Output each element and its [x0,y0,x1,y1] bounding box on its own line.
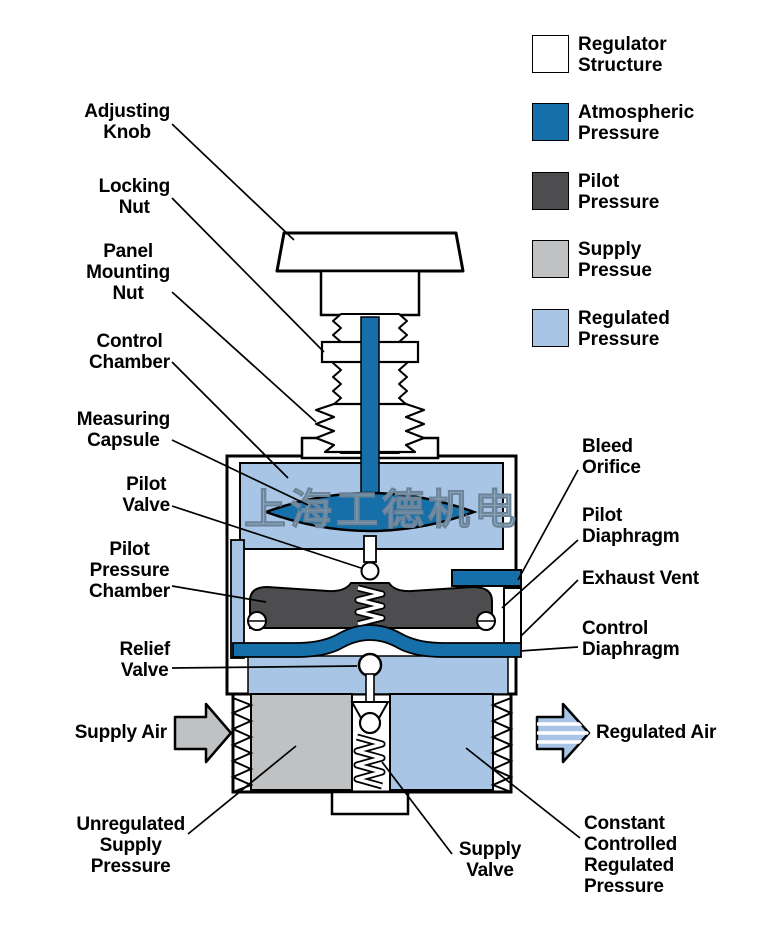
leader-control-chamber [171,361,289,479]
legend-label-supply-pressure: Supply Pressue [578,239,652,281]
label-pilot-valve: Pilot Valve [122,474,170,516]
legend-swatch-supply-pressure [532,240,569,278]
legend-label-atmospheric-pressure: Atmospheric Pressure [578,102,695,144]
legend-swatch-atmospheric-pressure [532,103,569,141]
label-unregulated-supply-pressure: Unregulated Supply Pressure [76,814,185,877]
legend-swatch-regulated-pressure [532,309,569,347]
measuring-capsule-shape [262,491,478,533]
legend-swatch-regulator-structure [532,35,569,73]
label-bleed-orifice: Bleed Orifice [582,436,641,478]
feedback-channel [230,539,245,659]
label-measuring-capsule: Measuring Capsule [76,409,170,451]
leader-adjusting-knob [171,123,295,241]
label-relief-valve: Relief Valve [119,639,170,681]
knob-neck [319,269,421,317]
supply-air-arrow [173,702,233,764]
control-diaphragm-shape [232,624,522,658]
legend-item-regulated-pressure: Regulated Pressure [532,308,670,350]
label-locking-nut: Locking Nut [98,176,171,218]
leader-locking-nut [171,197,325,353]
legend-label-regulator-structure: Regulator Structure [578,34,667,76]
label-control-chamber: Control Chamber [89,331,170,373]
leader-pilot-pressure-chamber [171,585,267,603]
legend-label-regulated-pressure: Regulated Pressure [578,308,670,350]
supply-valve-ball [358,711,382,735]
leader-exhaust-vent [520,579,579,637]
pilot-spring-core [356,586,384,626]
legend: Regulator Structure Atmospheric Pressure… [532,34,742,365]
supply-port-threads [230,697,254,793]
legend-item-supply-pressure: Supply Pressue [532,239,652,281]
leader-panel-mounting-nut [171,291,317,423]
legend-item-pilot-pressure: Pilot Pressure [532,171,660,213]
regulated-port-threads [490,697,514,793]
leader-constant-controlled [465,747,581,839]
leader-unregulated-supply [187,745,297,835]
label-pilot-diaphragm: Pilot Diaphragm [582,505,680,547]
supply-chamber-region [250,693,353,791]
relief-valve-ball [357,652,383,678]
adjusting-knob-cap [275,231,465,273]
legend-item-atmospheric-pressure: Atmospheric Pressure [532,102,695,144]
leader-supply-valve [381,761,453,855]
bleed-orifice-shape [451,569,522,587]
leader-pilot-valve [171,505,362,569]
label-supply-valve: Supply Valve [458,839,522,881]
label-pilot-pressure-chamber: Pilot Pressure Chamber [89,539,170,602]
leader-measuring-capsule [171,439,309,506]
leader-pilot-diaphragm [501,539,579,609]
legend-swatch-pilot-pressure [532,172,569,210]
label-control-diaphragm: Control Diaphragm [582,618,680,660]
label-constant-controlled-regulated-pressure: Constant Controlled Regulated Pressure [584,813,677,897]
label-adjusting-knob: Adjusting Knob [84,101,170,143]
right-step-block [503,587,522,647]
label-panel-mounting-nut: Panel Mounting Nut [86,241,170,304]
leader-bleed-orifice [517,469,579,581]
regulated-chamber-region [389,693,494,791]
watermark-text: 上海工德机电 [244,485,520,534]
pilot-valve-ball [360,561,380,581]
bottom-plug [330,790,410,816]
supply-valve-stem [365,673,375,703]
supply-spring-core [355,735,384,788]
legend-label-pilot-pressure: Pilot Pressure [578,171,660,213]
leader-lines [171,123,581,855]
label-exhaust-vent: Exhaust Vent [582,568,699,589]
leader-relief-valve [171,665,358,669]
label-supply-air: Supply Air [74,722,168,743]
pilot-valve-stem [363,535,377,563]
legend-item-regulator-structure: Regulator Structure [532,34,667,76]
leader-control-diaphragm [519,646,579,652]
label-regulated-air: Regulated Air [596,722,717,743]
